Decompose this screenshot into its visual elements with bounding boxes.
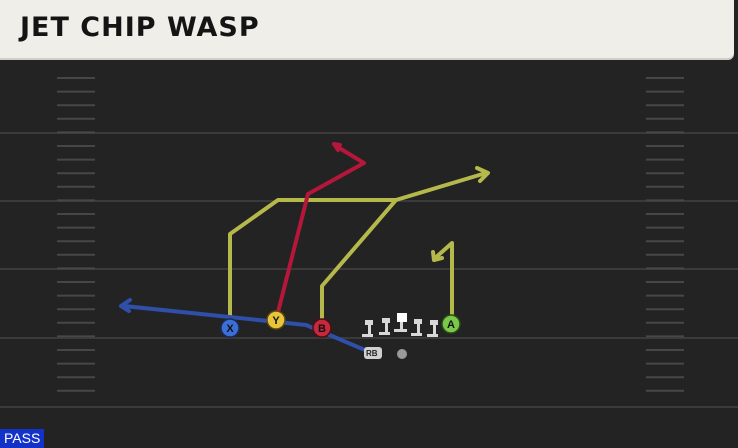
player-x-label: X: [226, 323, 234, 335]
player-x-marker: [220, 318, 240, 338]
route-rb-arrowhead: [119, 298, 132, 313]
player-b-marker: [312, 318, 332, 338]
route-y-arrowhead: [332, 142, 342, 152]
offensive-line: [362, 313, 438, 337]
lineman: [427, 320, 438, 337]
route-y: [274, 144, 366, 322]
lineman: [379, 318, 390, 335]
player-a-label: A: [447, 319, 455, 331]
player-b-label: B: [318, 323, 326, 335]
lineman: [362, 320, 373, 337]
player-x[interactable]: X: [220, 318, 240, 338]
player-a-marker: [441, 314, 461, 334]
route-rb-motion: [122, 304, 374, 355]
route-a: [432, 241, 454, 324]
rb-marker: [364, 347, 382, 359]
player-y[interactable]: Y: [266, 310, 286, 330]
play-title-bar: JET CHIP WASP: [0, 0, 734, 58]
yard-lines: [0, 132, 738, 408]
hash-marks: [57, 77, 684, 392]
route-a-arrowhead: [431, 250, 444, 262]
rb-label: RB: [366, 349, 378, 358]
route-x: [228, 171, 488, 329]
routes: [119, 142, 490, 355]
play-title: JET CHIP WASP: [20, 12, 260, 43]
player-y-label: Y: [272, 315, 280, 327]
player-y-marker: [266, 310, 286, 330]
lineman: [411, 319, 422, 336]
center: [394, 313, 407, 332]
route-b: [320, 198, 398, 329]
route-x-arrowhead: [475, 166, 490, 183]
player-a[interactable]: A: [441, 314, 461, 334]
play-type-badge: PASS: [0, 429, 45, 448]
player-rb[interactable]: RB: [364, 347, 382, 359]
player-b[interactable]: B: [312, 318, 332, 338]
quarterback-marker: [397, 349, 407, 359]
